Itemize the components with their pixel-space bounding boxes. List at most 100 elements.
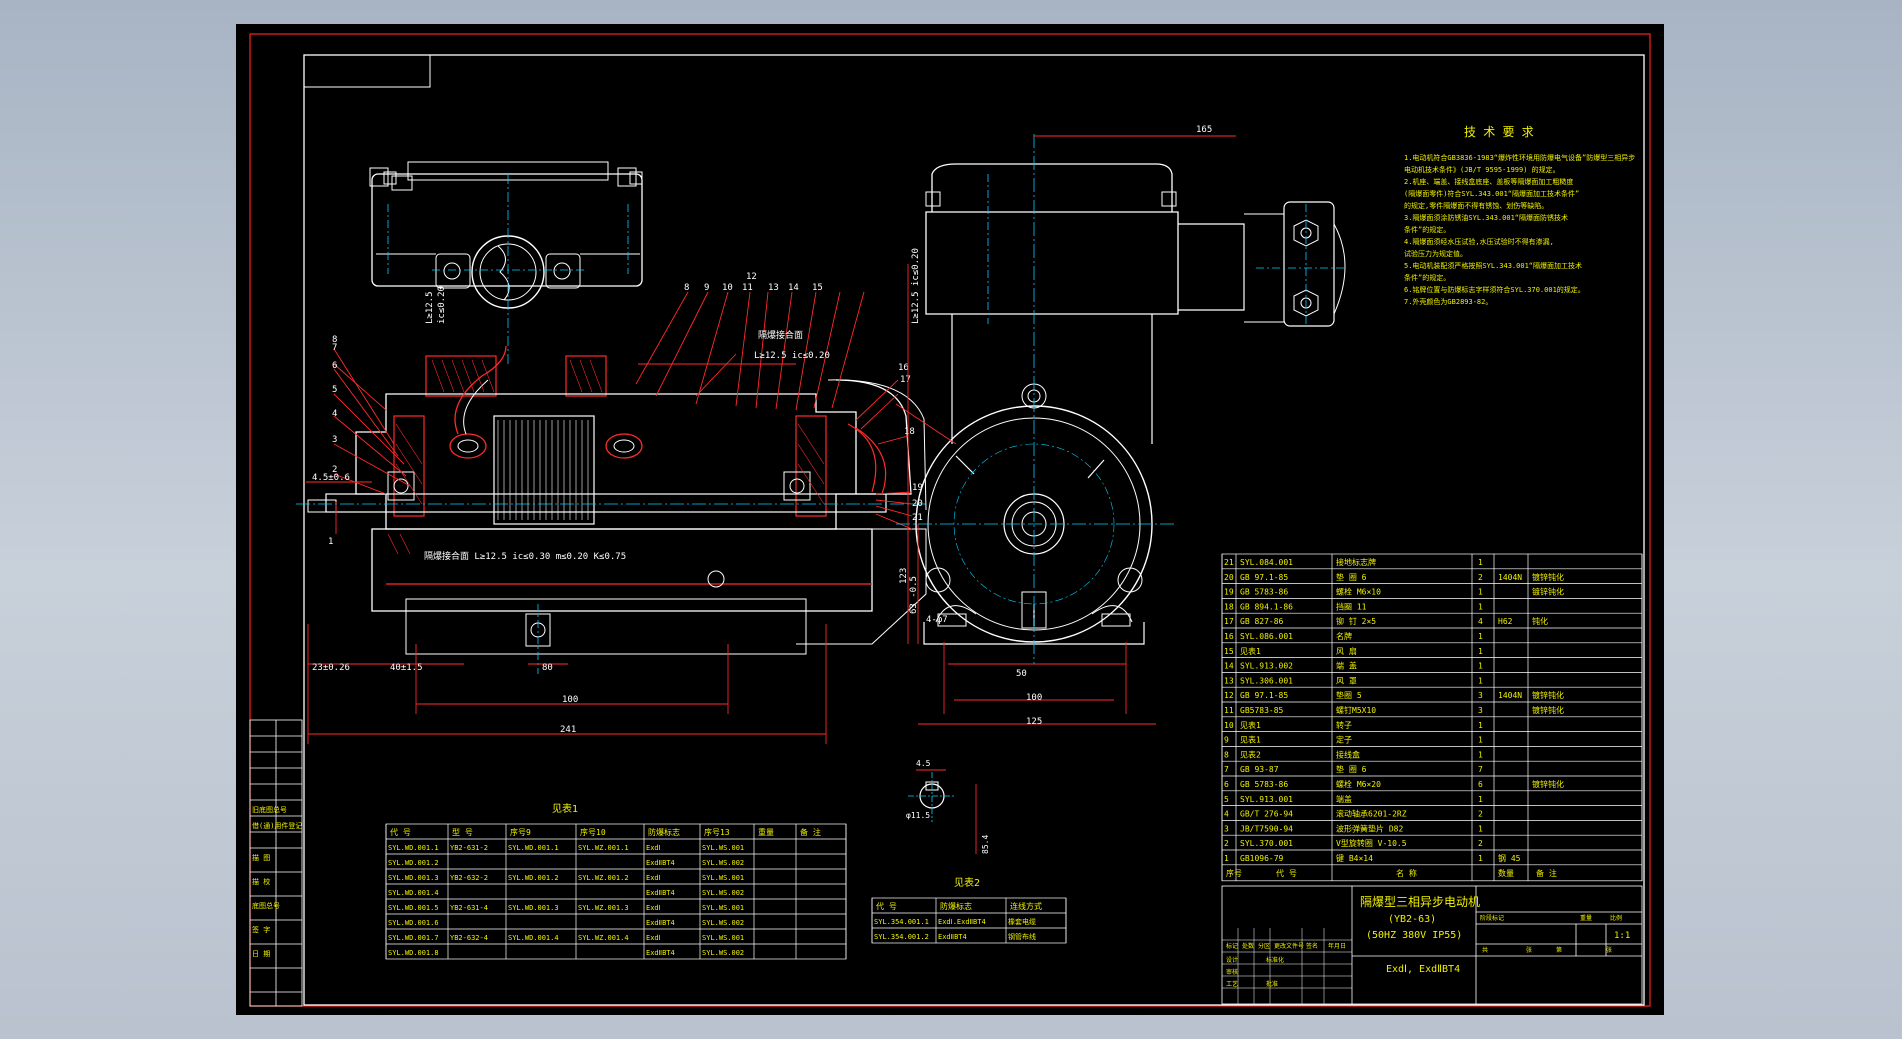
balloon: 6 — [332, 361, 337, 371]
parts-cell: 21 — [1224, 558, 1234, 567]
parts-cell: 6 — [1478, 780, 1483, 789]
tech-line: 的规定,零件隔爆面不得有锈蚀、划伤等缺陷。 — [1404, 201, 1548, 210]
parts-cell: GB1096-79 — [1240, 854, 1284, 863]
table1-header: 防爆标志 — [648, 827, 680, 837]
parts-cell: 铆 钉 2×5 — [1336, 616, 1376, 626]
dim-text: 4-φ7 — [926, 615, 948, 625]
table1-header: 序号13 — [704, 827, 730, 837]
dim-text: φ11.5 — [906, 811, 930, 820]
table2-header: 防爆标志 — [940, 901, 972, 911]
parts-cell: 1 — [1478, 824, 1483, 833]
table2-title: 见表2 — [954, 876, 980, 889]
flameproof-label: L≥12.5 ic≤0.20 — [754, 351, 830, 361]
parts-cell: 20 — [1224, 573, 1234, 582]
balloon: 9 — [704, 283, 709, 293]
dim-text: 85.4 — [981, 835, 990, 854]
strip-label: 签 字 — [252, 925, 270, 934]
table2-cell: ExdⅠ.ExdⅡBT4 — [938, 918, 986, 926]
table1-cell: SYL.WD.001.3 — [508, 904, 559, 912]
parts-cell: 见表1 — [1240, 720, 1261, 730]
parts-cell: 1 — [1224, 854, 1229, 863]
balloon: 8 — [684, 283, 689, 293]
strip-label: 旧底图总号 — [252, 805, 287, 814]
tb-cell: 更改文件号 — [1274, 942, 1304, 950]
parts-header-cell: 代 号 — [1276, 868, 1297, 878]
parts-cell: GB 894.1-86 — [1240, 602, 1293, 611]
table1-header: 代 号 — [390, 827, 411, 837]
tb-cell: 批准 — [1266, 980, 1278, 988]
table1-cell: ExdⅠ — [646, 934, 661, 942]
table2-header: 连线方式 — [1010, 901, 1042, 911]
parts-cell: 见表1 — [1240, 735, 1261, 745]
tech-line: 电动机技术条件》(JB/T 9595-1999) 的规定。 — [1404, 165, 1560, 174]
tb-cell: 张 — [1606, 946, 1612, 954]
tech-line: 条件”的规定。 — [1404, 273, 1450, 282]
tb-cell: 设计 — [1226, 956, 1238, 964]
parts-header-cell: 序号 — [1226, 868, 1242, 878]
parts-cell: SYL.913.001 — [1240, 795, 1293, 804]
table1-cell: SYL.WD.001.8 — [388, 949, 439, 957]
parts-cell: GB 93-87 — [1240, 765, 1279, 774]
parts-cell: SYL.913.002 — [1240, 662, 1293, 671]
tb-cell: 标准化 — [1266, 956, 1284, 964]
parts-cell: 垫圈 5 — [1336, 690, 1362, 700]
table1-header: 备 注 — [800, 827, 821, 837]
parts-cell: 螺栓 M6×20 — [1336, 779, 1381, 789]
dim-text: 80 — [542, 663, 553, 673]
parts-cell: 3 — [1478, 706, 1483, 715]
parts-cell: 钢 45 — [1498, 853, 1521, 863]
parts-cell: 10 — [1224, 721, 1234, 730]
parts-cell: 键 B4×14 — [1336, 853, 1373, 863]
tech-line: 1.电动机符合GB3836-1983“爆炸性环境用防爆电气设备”防爆型三相异步 — [1404, 153, 1635, 162]
part-balloons: 8 7 6 5 4 3 2 1 8 9 10 11 12 13 14 15 16… — [328, 272, 923, 547]
parts-cell: 滚动轴承6201-2RZ — [1336, 809, 1407, 819]
parts-cell: 2 — [1478, 839, 1483, 848]
tb-cell: 重量 — [1580, 914, 1592, 922]
table1-cell: SYL.WS.002 — [702, 919, 744, 927]
parts-cell: 17 — [1224, 617, 1234, 626]
table1-title: 见表1 — [552, 802, 578, 815]
parts-cell: GB 827-86 — [1240, 617, 1284, 626]
table1-cell: SYL.WD.001.2 — [508, 874, 559, 882]
table2-header: 代 号 — [876, 901, 897, 911]
table1-cell: SYL.WD.001.2 — [388, 859, 439, 867]
parts-cell: GB 5783-86 — [1240, 780, 1288, 789]
table1-cell: ExdⅡBT4 — [646, 859, 675, 867]
balloon: 17 — [900, 375, 911, 385]
drawing-sheet: 旧底图总号 借(通)用件登记 描 图 描 校 底图总号 签 字 日 期 — [236, 24, 1664, 1015]
dim-text: 50 — [1016, 669, 1027, 679]
parts-cell: JB/T7590-94 — [1240, 824, 1293, 833]
table1-cell: SYL.WS.002 — [702, 889, 744, 897]
table2-cell: SYL.354.001.2 — [874, 933, 929, 941]
balloon: 11 — [742, 283, 753, 293]
table1-header: 序号9 — [510, 827, 531, 837]
table1-cell: SYL.WZ.001.4 — [578, 934, 629, 942]
title-block: 隔爆型三相异步电动机 (YB2-63) (50HZ 380V IP55) Exd… — [1221, 885, 1643, 1005]
table2-cell: 橡套电缆 — [1008, 917, 1036, 926]
tech-line: 5.电动机装配须严格按照SYL.343.001“隔爆面加工技术 — [1404, 261, 1582, 270]
cad-drawing: 旧底图总号 借(通)用件登记 描 图 描 校 底图总号 签 字 日 期 — [249, 33, 1651, 1007]
dim-text: 100 — [1026, 693, 1042, 703]
table1-cell: SYL.WS.001 — [702, 904, 744, 912]
table1-cell: SYL.WZ.001.1 — [578, 844, 629, 852]
product-spec: (50HZ 380V IP55) — [1366, 930, 1462, 941]
tb-cell: 阶段标记 — [1480, 914, 1504, 922]
outer-frame — [249, 33, 1651, 1007]
parts-cell: GB/T 276-94 — [1240, 810, 1293, 819]
parts-cell: 3 — [1478, 691, 1483, 700]
balloon: 1 — [328, 537, 333, 547]
parts-cell: 镀锌钝化 — [1532, 779, 1564, 789]
balloon: 18 — [904, 427, 915, 437]
parts-cell: 1 — [1478, 602, 1483, 611]
tb-cell: 工艺 — [1226, 980, 1238, 988]
parts-cell: 2 — [1224, 839, 1229, 848]
table1-cell: ExdⅡBT4 — [646, 949, 675, 957]
parts-cell: 见表1 — [1240, 646, 1261, 656]
parts-cell: 端 盖 — [1336, 661, 1357, 671]
balloon: 19 — [912, 483, 923, 493]
parts-cell: 8 — [1224, 750, 1229, 759]
table1-cell: SYL.WD.001.4 — [388, 889, 439, 897]
table1-cell: SYL.WZ.001.3 — [578, 904, 629, 912]
parts-cell: 5 — [1224, 795, 1229, 804]
